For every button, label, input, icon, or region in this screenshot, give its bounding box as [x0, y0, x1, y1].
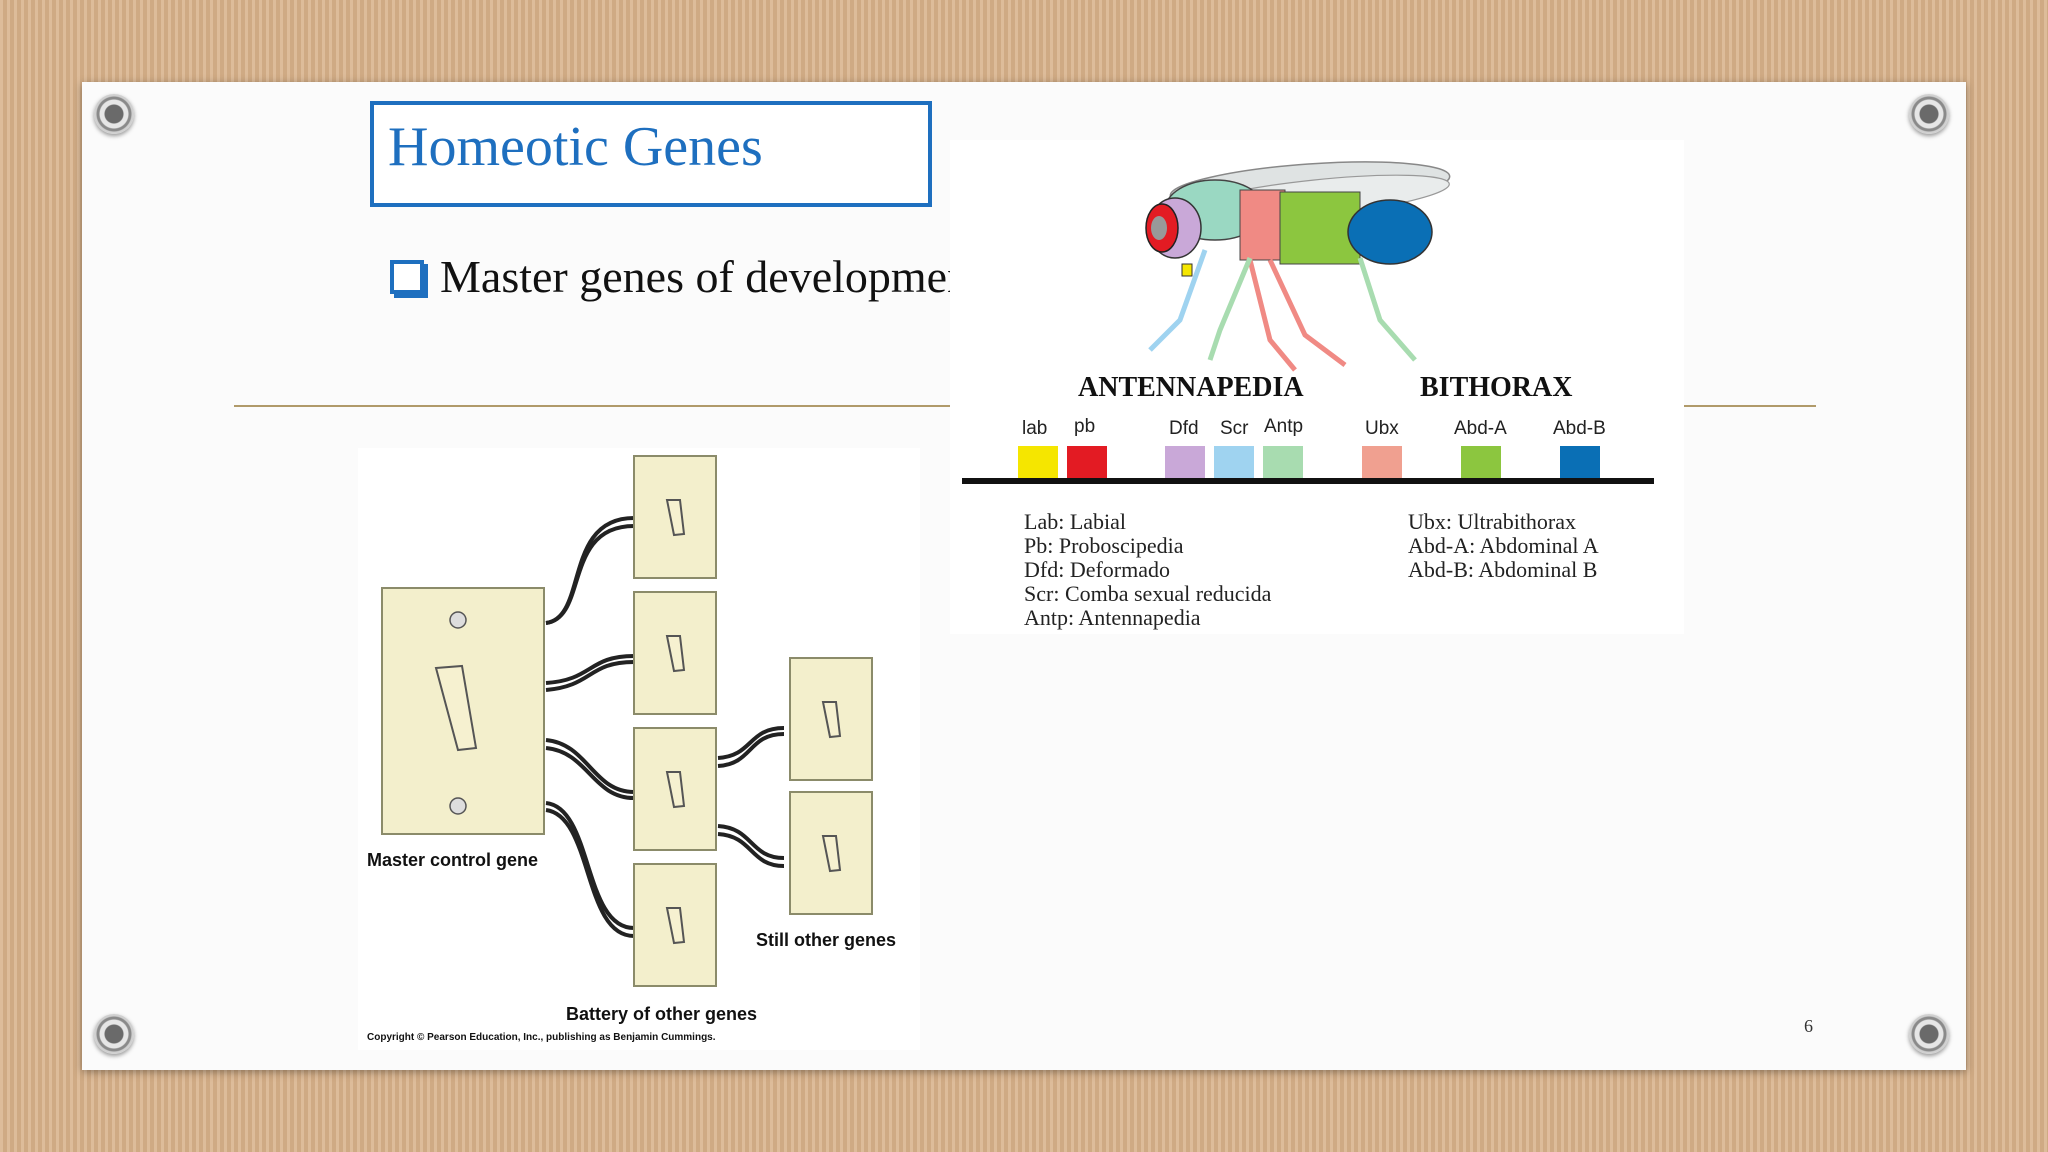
fly-gene-diagram [962, 161, 1654, 484]
legend-left-2: Dfd: Deformado [1024, 557, 1171, 582]
gene-label-scr: Scr [1220, 418, 1249, 439]
bullet-item: Master genes of development. [390, 250, 994, 303]
switch-diagram [381, 455, 873, 987]
legend-left-3: Scr: Comba sexual reducida [1024, 581, 1272, 606]
bullet-text: Master genes of development. [440, 251, 995, 302]
gene-label-pb: pb [1074, 416, 1096, 437]
divider-left [234, 405, 964, 407]
master-switch [381, 587, 545, 835]
gene-bar-antp [1263, 446, 1303, 478]
slide-title: Homeotic Genes [388, 116, 763, 178]
title-box: Homeotic Genes [370, 101, 932, 207]
battery-switches [633, 455, 873, 987]
switch-figure: Master control gene Still other genes Ba… [358, 448, 920, 1050]
gene-bar-abd-a [1461, 446, 1501, 478]
legend-right-0: Ubx: Ultrabithorax [1408, 509, 1577, 534]
gene-label-dfd: Dfd [1169, 418, 1199, 439]
master-control-label: Master control gene [367, 850, 539, 870]
pushpin-bottom-left [94, 1014, 134, 1054]
gene-bar-pb [1067, 446, 1107, 478]
gene-bar-dfd [1165, 446, 1205, 478]
gene-bar-scr [1214, 446, 1254, 478]
gene-label-abd-b: Abd-B [1553, 418, 1606, 439]
page-number: 6 [1804, 1016, 1813, 1036]
copyright-text: Copyright © Pearson Education, Inc., pub… [367, 1032, 716, 1043]
gene-label-ubx: Ubx [1365, 418, 1399, 439]
chromosome-line [962, 478, 1654, 484]
fly-illustration [1145, 161, 1451, 372]
pushpin-top-left [94, 94, 134, 134]
complex-bithorax: BITHORAX [1420, 372, 1573, 403]
pushpin-top-right [1909, 94, 1949, 134]
legend-left-0: Lab: Labial [1024, 509, 1127, 534]
complex-antennapedia: ANTENNAPEDIA [1078, 372, 1304, 403]
legend-right-1: Abd-A: Abdominal A [1408, 533, 1599, 558]
battery-label: Battery of other genes [566, 1004, 758, 1024]
divider-right [1680, 405, 1816, 407]
gene-label-lab: lab [1022, 418, 1048, 439]
gene-bars [1018, 446, 1600, 478]
checkbox-bullet-icon [390, 259, 424, 294]
legend-right-2: Abd-B: Abdominal B [1408, 557, 1598, 582]
gene-bar-lab [1018, 446, 1058, 478]
gene-label-antp: Antp [1264, 416, 1304, 437]
gene-bar-ubx [1362, 446, 1402, 478]
gene-label-abd-a: Abd-A [1454, 418, 1507, 439]
gene-map-figure: ANTENNAPEDIA BITHORAX lab pb Dfd Scr Ant… [950, 140, 1684, 634]
gene-bar-abd-b [1560, 446, 1600, 478]
legend-left-4: Antp: Antennapedia [1024, 605, 1201, 630]
pushpin-bottom-right [1909, 1014, 1949, 1054]
still-other-label: Still other genes [756, 930, 897, 950]
legend-left-1: Pb: Proboscipedia [1024, 533, 1184, 558]
wires [545, 516, 785, 938]
switch-toggles [665, 499, 842, 945]
